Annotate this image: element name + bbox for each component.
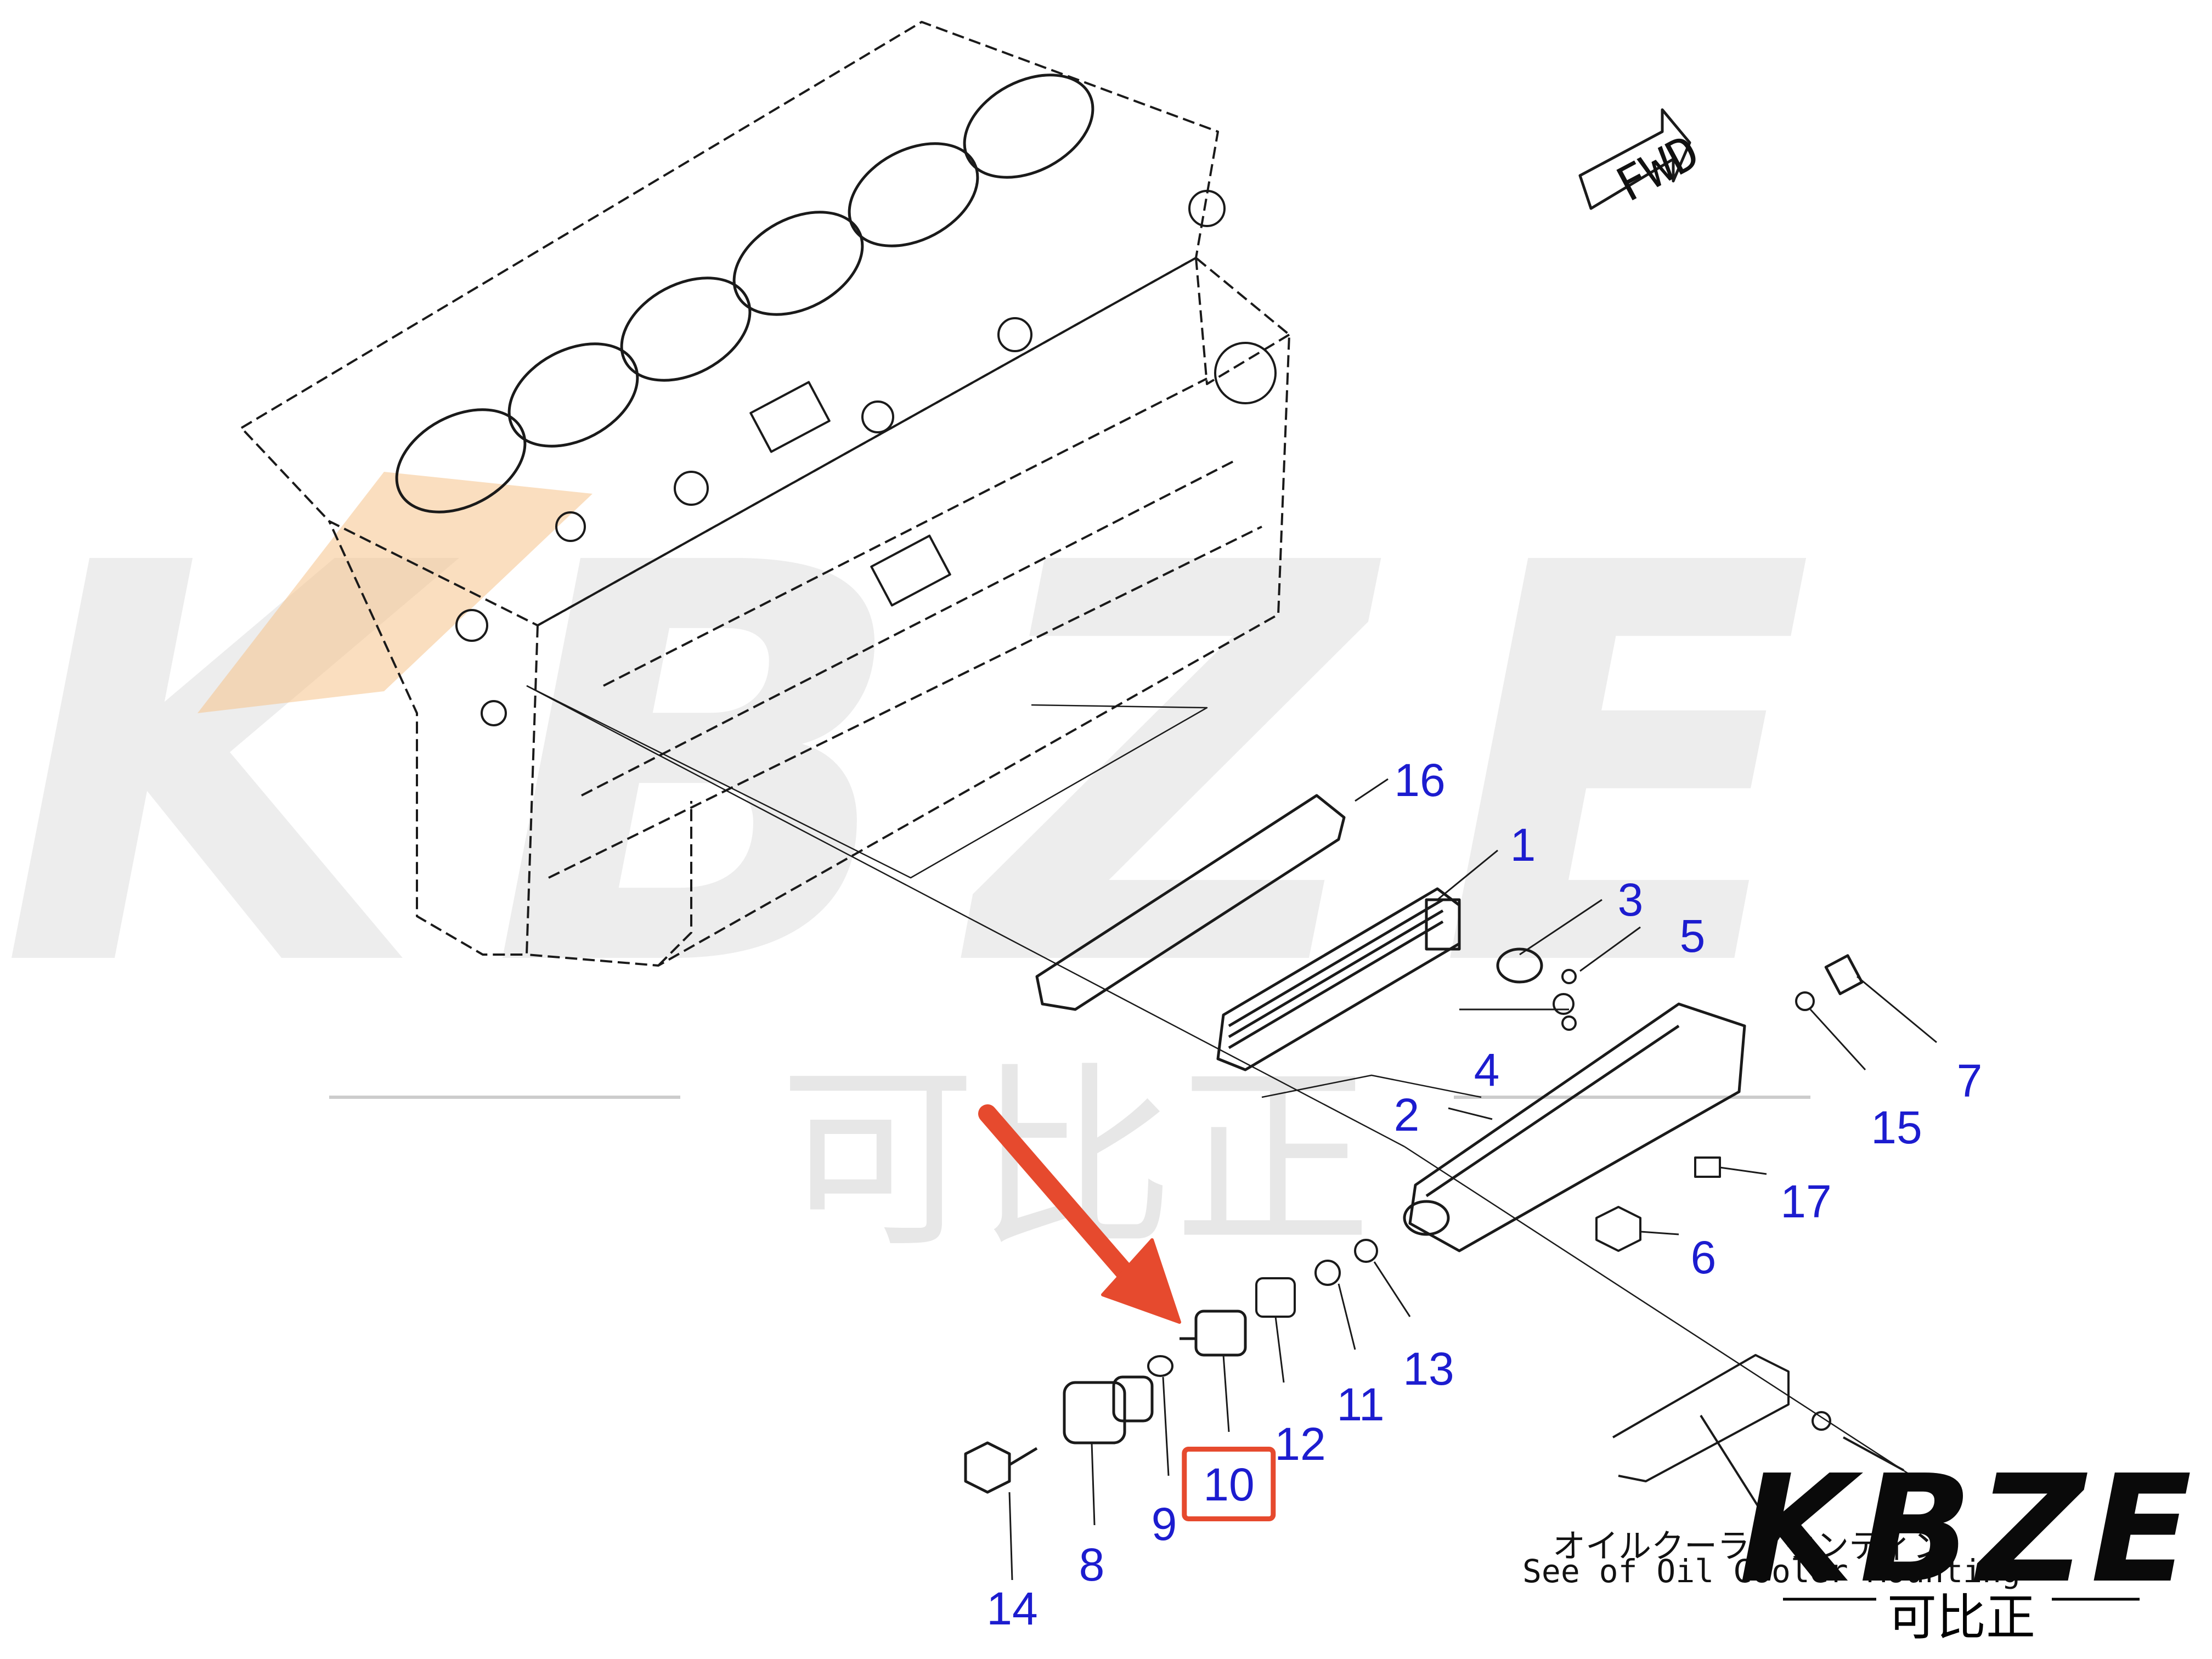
- fwd-arrow-icon: [1578, 108, 1691, 210]
- oring-part-15: [1795, 991, 1815, 1011]
- callout-14: 14: [986, 1583, 1038, 1634]
- reference-note-japanese: オイルクーラマウンティン: [1553, 1527, 1946, 1566]
- oring-part-9: [1147, 1355, 1173, 1377]
- callout-13: 13: [1403, 1343, 1454, 1395]
- gasket-part-3: [1496, 947, 1543, 984]
- oil-cooler-part-1: [1216, 887, 1461, 1071]
- plug-part-17: [1694, 1156, 1721, 1178]
- callout-8: 8: [1079, 1539, 1105, 1590]
- block-ports: [455, 190, 1277, 726]
- oring-part-5: [1561, 969, 1577, 984]
- callout-7: 7: [1956, 1055, 1983, 1107]
- red-pointer-arrow: [978, 1104, 1181, 1324]
- callout-17: 17: [1780, 1176, 1832, 1227]
- callout-5: 5: [1679, 910, 1706, 962]
- cooler-case-part-2: [1403, 1002, 1746, 1252]
- callout-16: 16: [1394, 754, 1446, 806]
- gasket-part-16: [1035, 794, 1346, 1011]
- callout-15: 15: [1871, 1102, 1922, 1153]
- callout-11: 11: [1336, 1379, 1385, 1430]
- sensor-part-10: [1180, 1310, 1247, 1357]
- engine-block: [240, 21, 1290, 967]
- oring-part-4: [1553, 993, 1575, 1015]
- washer-part-13: [1354, 1239, 1378, 1263]
- callout-3: 3: [1617, 874, 1644, 926]
- callout-1: 1: [1510, 819, 1536, 871]
- brand-logo-chinese: 可比正: [1887, 1589, 2035, 1646]
- callout-9: 9: [1151, 1498, 1177, 1550]
- nut-part-6: [1595, 1206, 1641, 1252]
- bolt-part-14: [964, 1441, 1038, 1494]
- plug-part-7: [1824, 954, 1864, 995]
- callout-10-highlighted: 10: [1182, 1447, 1276, 1521]
- cylinder-bores: [395, 74, 1094, 514]
- watermark-accent: [198, 472, 592, 713]
- assembly-lines: [526, 685, 1921, 1482]
- mounting-bracket: [1612, 1354, 1904, 1521]
- callout-12: 12: [1274, 1418, 1326, 1470]
- leader-lines: [1008, 778, 1937, 1581]
- callout-4: 4: [1474, 1044, 1500, 1096]
- brand-logo: KBZE: [1739, 1443, 2198, 1616]
- callout-2: 2: [1393, 1089, 1420, 1141]
- washer-part-11: [1314, 1260, 1341, 1286]
- housing-part-8: [1063, 1375, 1154, 1444]
- callout-6: 6: [1690, 1232, 1717, 1283]
- reference-note-english: See of Oil Cooler Mounting: [1522, 1553, 2021, 1590]
